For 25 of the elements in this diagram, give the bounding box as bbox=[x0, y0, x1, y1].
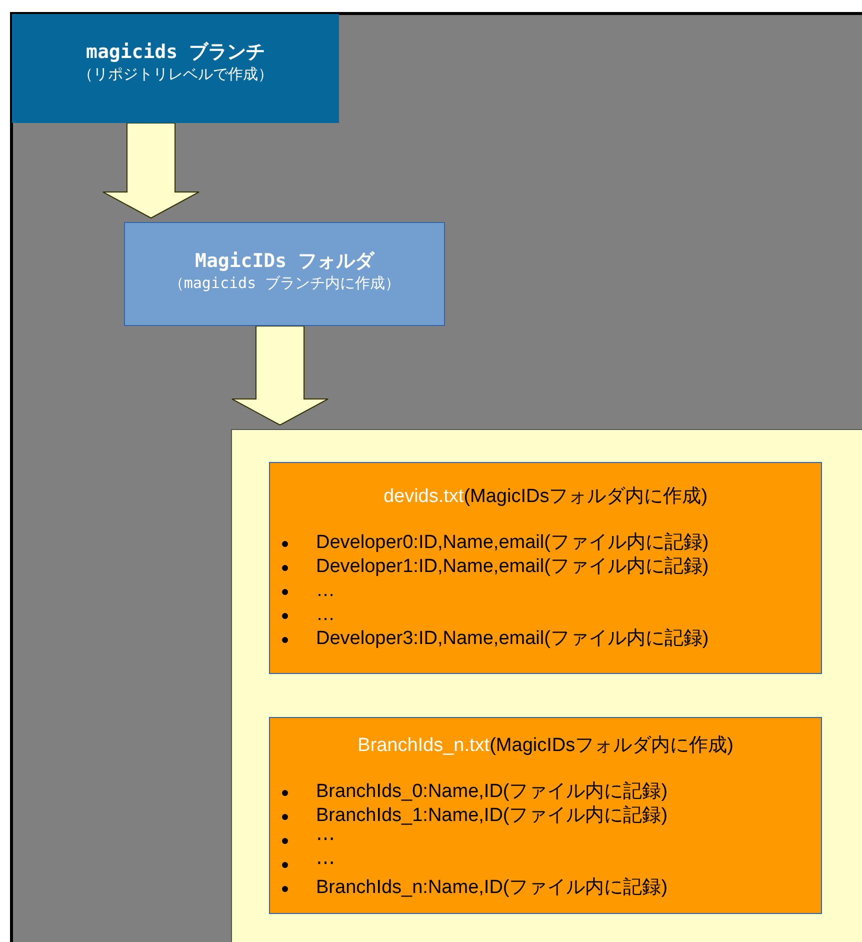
box-title: magicids ブランチ bbox=[85, 40, 266, 64]
list-item: … bbox=[316, 604, 335, 625]
box-subtitle: （magicids ブランチ内に作成） bbox=[168, 273, 402, 293]
list-item: ⋯ bbox=[316, 829, 335, 850]
file-box bbox=[269, 462, 822, 674]
file-name: BranchIds_n.txt bbox=[358, 735, 490, 756]
file-note: (MagicIDsフォルダ内に作成) bbox=[464, 486, 708, 507]
process-box bbox=[12, 14, 339, 123]
list-item: … bbox=[316, 580, 335, 601]
file-box bbox=[269, 717, 822, 914]
list-item: BranchIds_0:Name,ID(ファイル内に記録) bbox=[316, 781, 668, 802]
box-subtitle: （リポジトリレベルで作成） bbox=[77, 64, 274, 84]
list-item: Developer3:ID,Name,email(ファイル内に記録) bbox=[316, 628, 709, 649]
list-item: Developer0:ID,Name,email(ファイル内に記録) bbox=[316, 532, 709, 553]
list-item: Developer1:ID,Name,email(ファイル内に記録) bbox=[316, 556, 709, 577]
list-item: BranchIds_1:Name,ID(ファイル内に記録) bbox=[316, 805, 668, 826]
file-name: devids.txt bbox=[383, 486, 464, 507]
list-item: ⋯ bbox=[316, 853, 335, 874]
box-title: MagicIDs フォルダ bbox=[194, 249, 376, 273]
file-note: (MagicIDsフォルダ内に作成) bbox=[490, 735, 734, 756]
list-item: BranchIds_n:Name,ID(ファイル内に記録) bbox=[316, 877, 668, 898]
process-box bbox=[124, 222, 445, 326]
block-arrow bbox=[232, 326, 328, 426]
container-panel bbox=[231, 429, 862, 942]
block-arrow bbox=[102, 122, 200, 219]
